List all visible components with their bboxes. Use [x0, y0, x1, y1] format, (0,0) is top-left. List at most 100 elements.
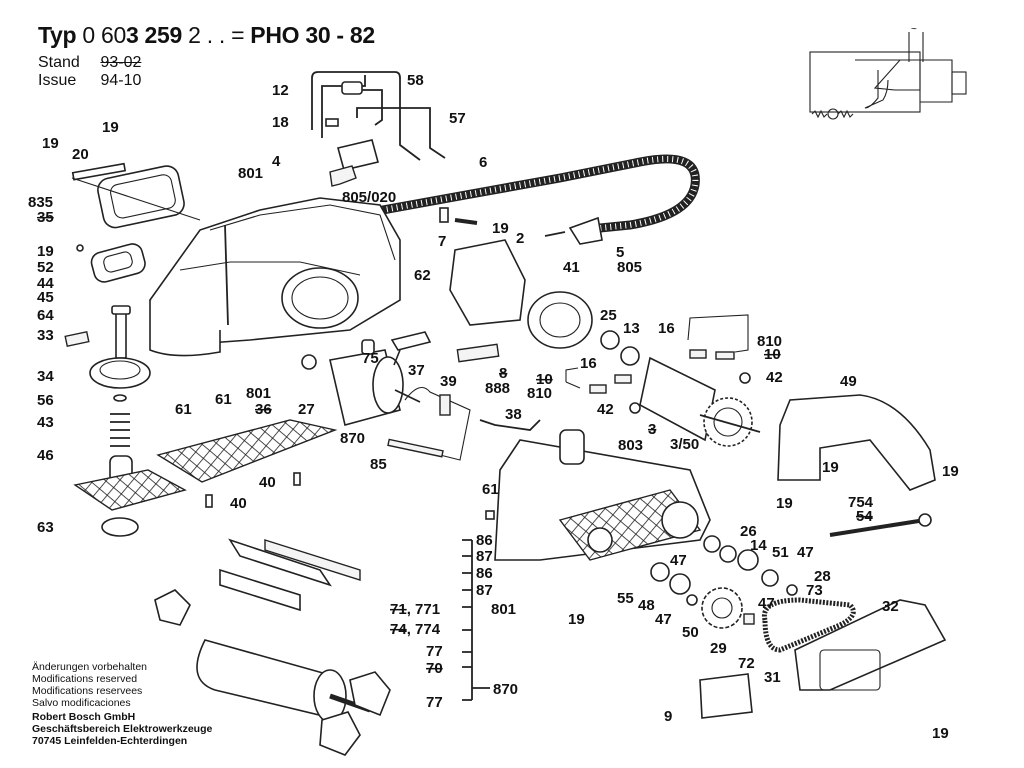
issue-label: Issue	[38, 72, 77, 89]
callout-86: 86	[476, 565, 493, 582]
callout-805: 805	[617, 259, 642, 276]
motor-housing-870	[301, 331, 541, 461]
part-7-clamp	[439, 207, 449, 223]
schematic-ac-symbol: ~	[911, 24, 917, 35]
callout-27: 27	[298, 401, 315, 418]
wiring-schematic: ~	[809, 24, 967, 120]
callout-810: 810	[757, 333, 782, 350]
footer-company-name: Robert Bosch GmbH	[32, 711, 136, 723]
callout-19: 19	[942, 463, 959, 480]
callout-86: 86	[476, 532, 493, 549]
part-25-bearing	[600, 330, 620, 350]
part-40-screw	[293, 472, 301, 486]
callout-31: 31	[764, 669, 781, 686]
schematic-field-coils	[811, 109, 854, 119]
callout-801: 801	[238, 165, 263, 182]
callout-870: 870	[493, 681, 518, 698]
footer-note-de: Änderungen vorbehalten	[32, 661, 148, 673]
callout-19: 19	[492, 220, 509, 237]
callout-85: 85	[370, 456, 387, 473]
callout-2: 2	[516, 230, 524, 247]
callout-87: 87	[476, 548, 493, 565]
stand-value: 93-02	[100, 54, 142, 71]
callout-87: 87	[476, 582, 493, 599]
callout-37: 37	[408, 362, 425, 379]
part-73	[786, 584, 798, 596]
switch-harness	[311, 71, 446, 187]
schematic-plug	[951, 71, 967, 95]
callout-47: 47	[655, 611, 672, 628]
rear-shroud	[71, 162, 201, 229]
footer-note-en: Modifications reserved	[32, 673, 138, 685]
part-4-switch	[337, 139, 379, 171]
cutter-drum	[196, 639, 342, 722]
footer-company-address: 70745 Leinfelden-Echterdingen	[32, 735, 188, 747]
callout-38: 38	[505, 406, 522, 423]
part-75-sleeve	[361, 339, 375, 355]
part-14	[719, 545, 737, 563]
part-3-armature	[639, 356, 716, 442]
part-72	[743, 613, 755, 625]
callout-4: 4	[272, 153, 281, 170]
callout-32: 32	[882, 598, 899, 615]
part-43-spring	[110, 413, 130, 447]
type-suffix: 2 . . =	[188, 22, 245, 48]
part-2-field	[449, 239, 526, 326]
callout-42: 42	[766, 369, 783, 386]
part-34-knob	[89, 357, 151, 389]
callout-888: 888	[485, 380, 510, 397]
document-title: Typ 0 603 259 2 . . = PHO 30 - 82	[38, 22, 375, 49]
callout-61: 61	[215, 391, 232, 408]
callout-51: 51	[772, 544, 789, 561]
callout-42: 42	[597, 401, 614, 418]
main-housing	[149, 197, 401, 357]
part-46-base	[73, 469, 187, 511]
callout-19: 19	[568, 611, 585, 628]
type-number-light: 0 60	[82, 22, 126, 48]
part-12-capacitor	[341, 81, 363, 95]
callout-77: 77	[426, 643, 443, 660]
callout-805-020: 805/020	[342, 189, 396, 206]
type-label: Typ	[38, 22, 77, 48]
cutter-block-assembly	[154, 538, 490, 756]
callout-16: 16	[658, 320, 675, 337]
callout-61: 61	[482, 481, 499, 498]
part-41-fan-housing	[527, 291, 593, 349]
callout-6: 6	[479, 154, 487, 171]
callout-5: 5	[616, 244, 624, 261]
callout-28: 28	[814, 568, 831, 585]
callout-49: 49	[840, 373, 857, 390]
part-85-guard	[404, 386, 471, 461]
schematic-trigger	[864, 70, 889, 109]
part-71-blade	[228, 538, 332, 587]
callout-75: 75	[362, 350, 379, 367]
callout-3: 3	[648, 421, 656, 438]
callout-36: 36	[255, 401, 272, 418]
callout-44: 44	[37, 275, 54, 292]
schematic-switch	[873, 59, 921, 91]
footer-note-es: Salvo modificaciones	[32, 697, 131, 709]
part-86-clamp	[264, 539, 361, 581]
callout-47: 47	[758, 595, 775, 612]
part-27-bearing	[301, 354, 317, 370]
part-9-label	[699, 673, 753, 719]
callout-63: 63	[37, 519, 54, 536]
callout-35: 35	[37, 209, 54, 226]
callout-45: 45	[37, 289, 54, 306]
part-64-bolt	[115, 309, 127, 359]
part-50	[686, 594, 698, 606]
part-4-trigger	[329, 165, 357, 187]
callout-18: 18	[272, 114, 289, 131]
callout-33: 33	[37, 327, 54, 344]
callout-54: 54	[856, 508, 873, 525]
callout-9: 9	[664, 708, 672, 725]
part-38-cable	[479, 419, 541, 431]
callout-40: 40	[230, 495, 247, 512]
callout-25: 25	[600, 307, 617, 324]
sole-plate	[156, 419, 338, 483]
part-77-knob	[319, 711, 361, 756]
callout-10: 10	[536, 371, 553, 388]
assembly-bracket	[462, 539, 490, 701]
callout-26: 26	[740, 523, 757, 540]
drive-components	[650, 513, 947, 719]
